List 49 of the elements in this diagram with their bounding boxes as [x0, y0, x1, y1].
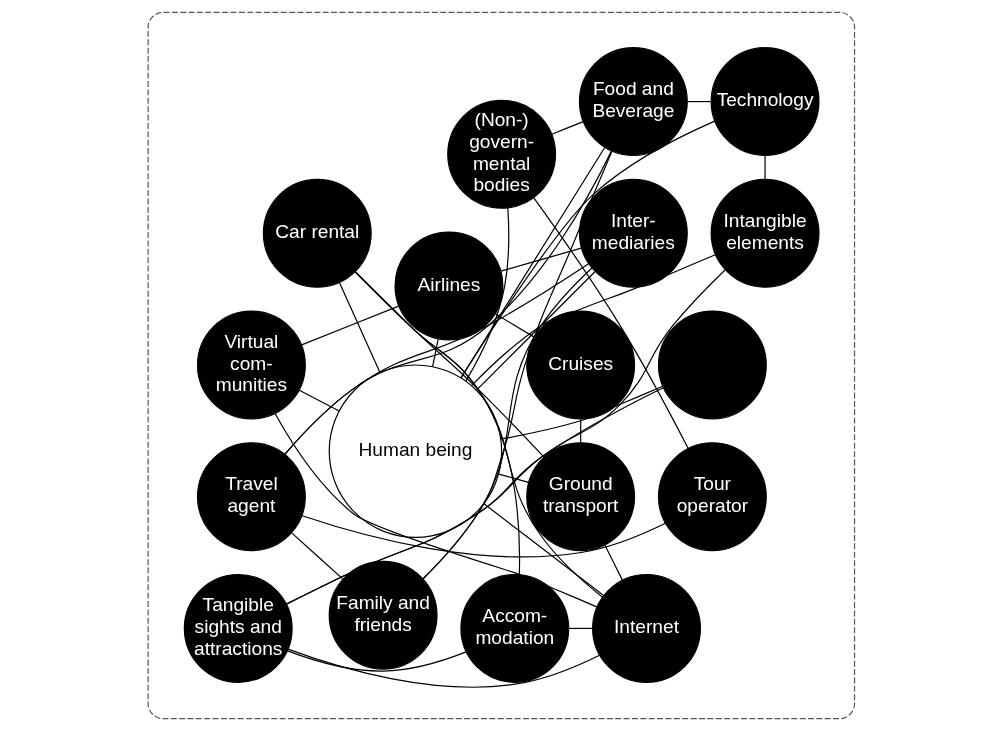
connector — [764, 154, 766, 180]
node-circle: Cruises — [526, 310, 636, 420]
connector — [432, 338, 439, 368]
node-circle: Accom- modation — [460, 573, 570, 683]
connector — [338, 282, 381, 374]
node-circle: Intangible elements — [710, 178, 820, 288]
node-circle: Travel agent — [196, 442, 306, 552]
cluster — [147, 11, 856, 720]
connector — [470, 254, 716, 387]
connector — [291, 532, 344, 580]
connector — [494, 313, 535, 338]
node-circle: Ground transport — [526, 442, 636, 552]
node-circle: (Non-) govern- mental bodies — [447, 99, 557, 209]
connector — [274, 413, 598, 608]
connector — [301, 305, 400, 346]
connector — [483, 503, 605, 597]
connector — [298, 389, 340, 412]
connector — [475, 271, 596, 391]
node-circle: Tangible sights and attractions — [183, 573, 293, 683]
connector — [686, 101, 712, 103]
node-circle: Technology — [710, 47, 820, 157]
connector — [604, 544, 623, 581]
connector — [284, 150, 613, 455]
node-circle: Family and friends — [328, 560, 438, 670]
connector — [551, 121, 584, 135]
connector — [301, 515, 667, 558]
connector — [465, 207, 510, 382]
connector — [422, 150, 613, 580]
node-circle — [657, 310, 767, 420]
node-circle: Airlines — [394, 231, 504, 341]
connector — [286, 650, 467, 672]
node-circle: Inter- mediaries — [578, 178, 688, 288]
connector — [498, 473, 529, 483]
connector — [500, 247, 582, 272]
connector — [285, 269, 726, 605]
node-circle: Tour operator — [657, 442, 767, 552]
node-circle: Car rental — [262, 178, 372, 288]
connector — [500, 385, 664, 440]
node-circle: Internet — [592, 573, 701, 683]
connector — [568, 627, 594, 629]
connector — [460, 120, 716, 379]
connector — [533, 197, 689, 449]
node-circle: Virtual com- munities — [196, 310, 306, 420]
connector — [580, 418, 582, 444]
node-circle: Human being — [328, 364, 503, 538]
connector — [287, 648, 601, 688]
node-circle: Food and Beverage — [578, 47, 688, 157]
connector — [460, 146, 606, 379]
connector — [354, 271, 604, 598]
